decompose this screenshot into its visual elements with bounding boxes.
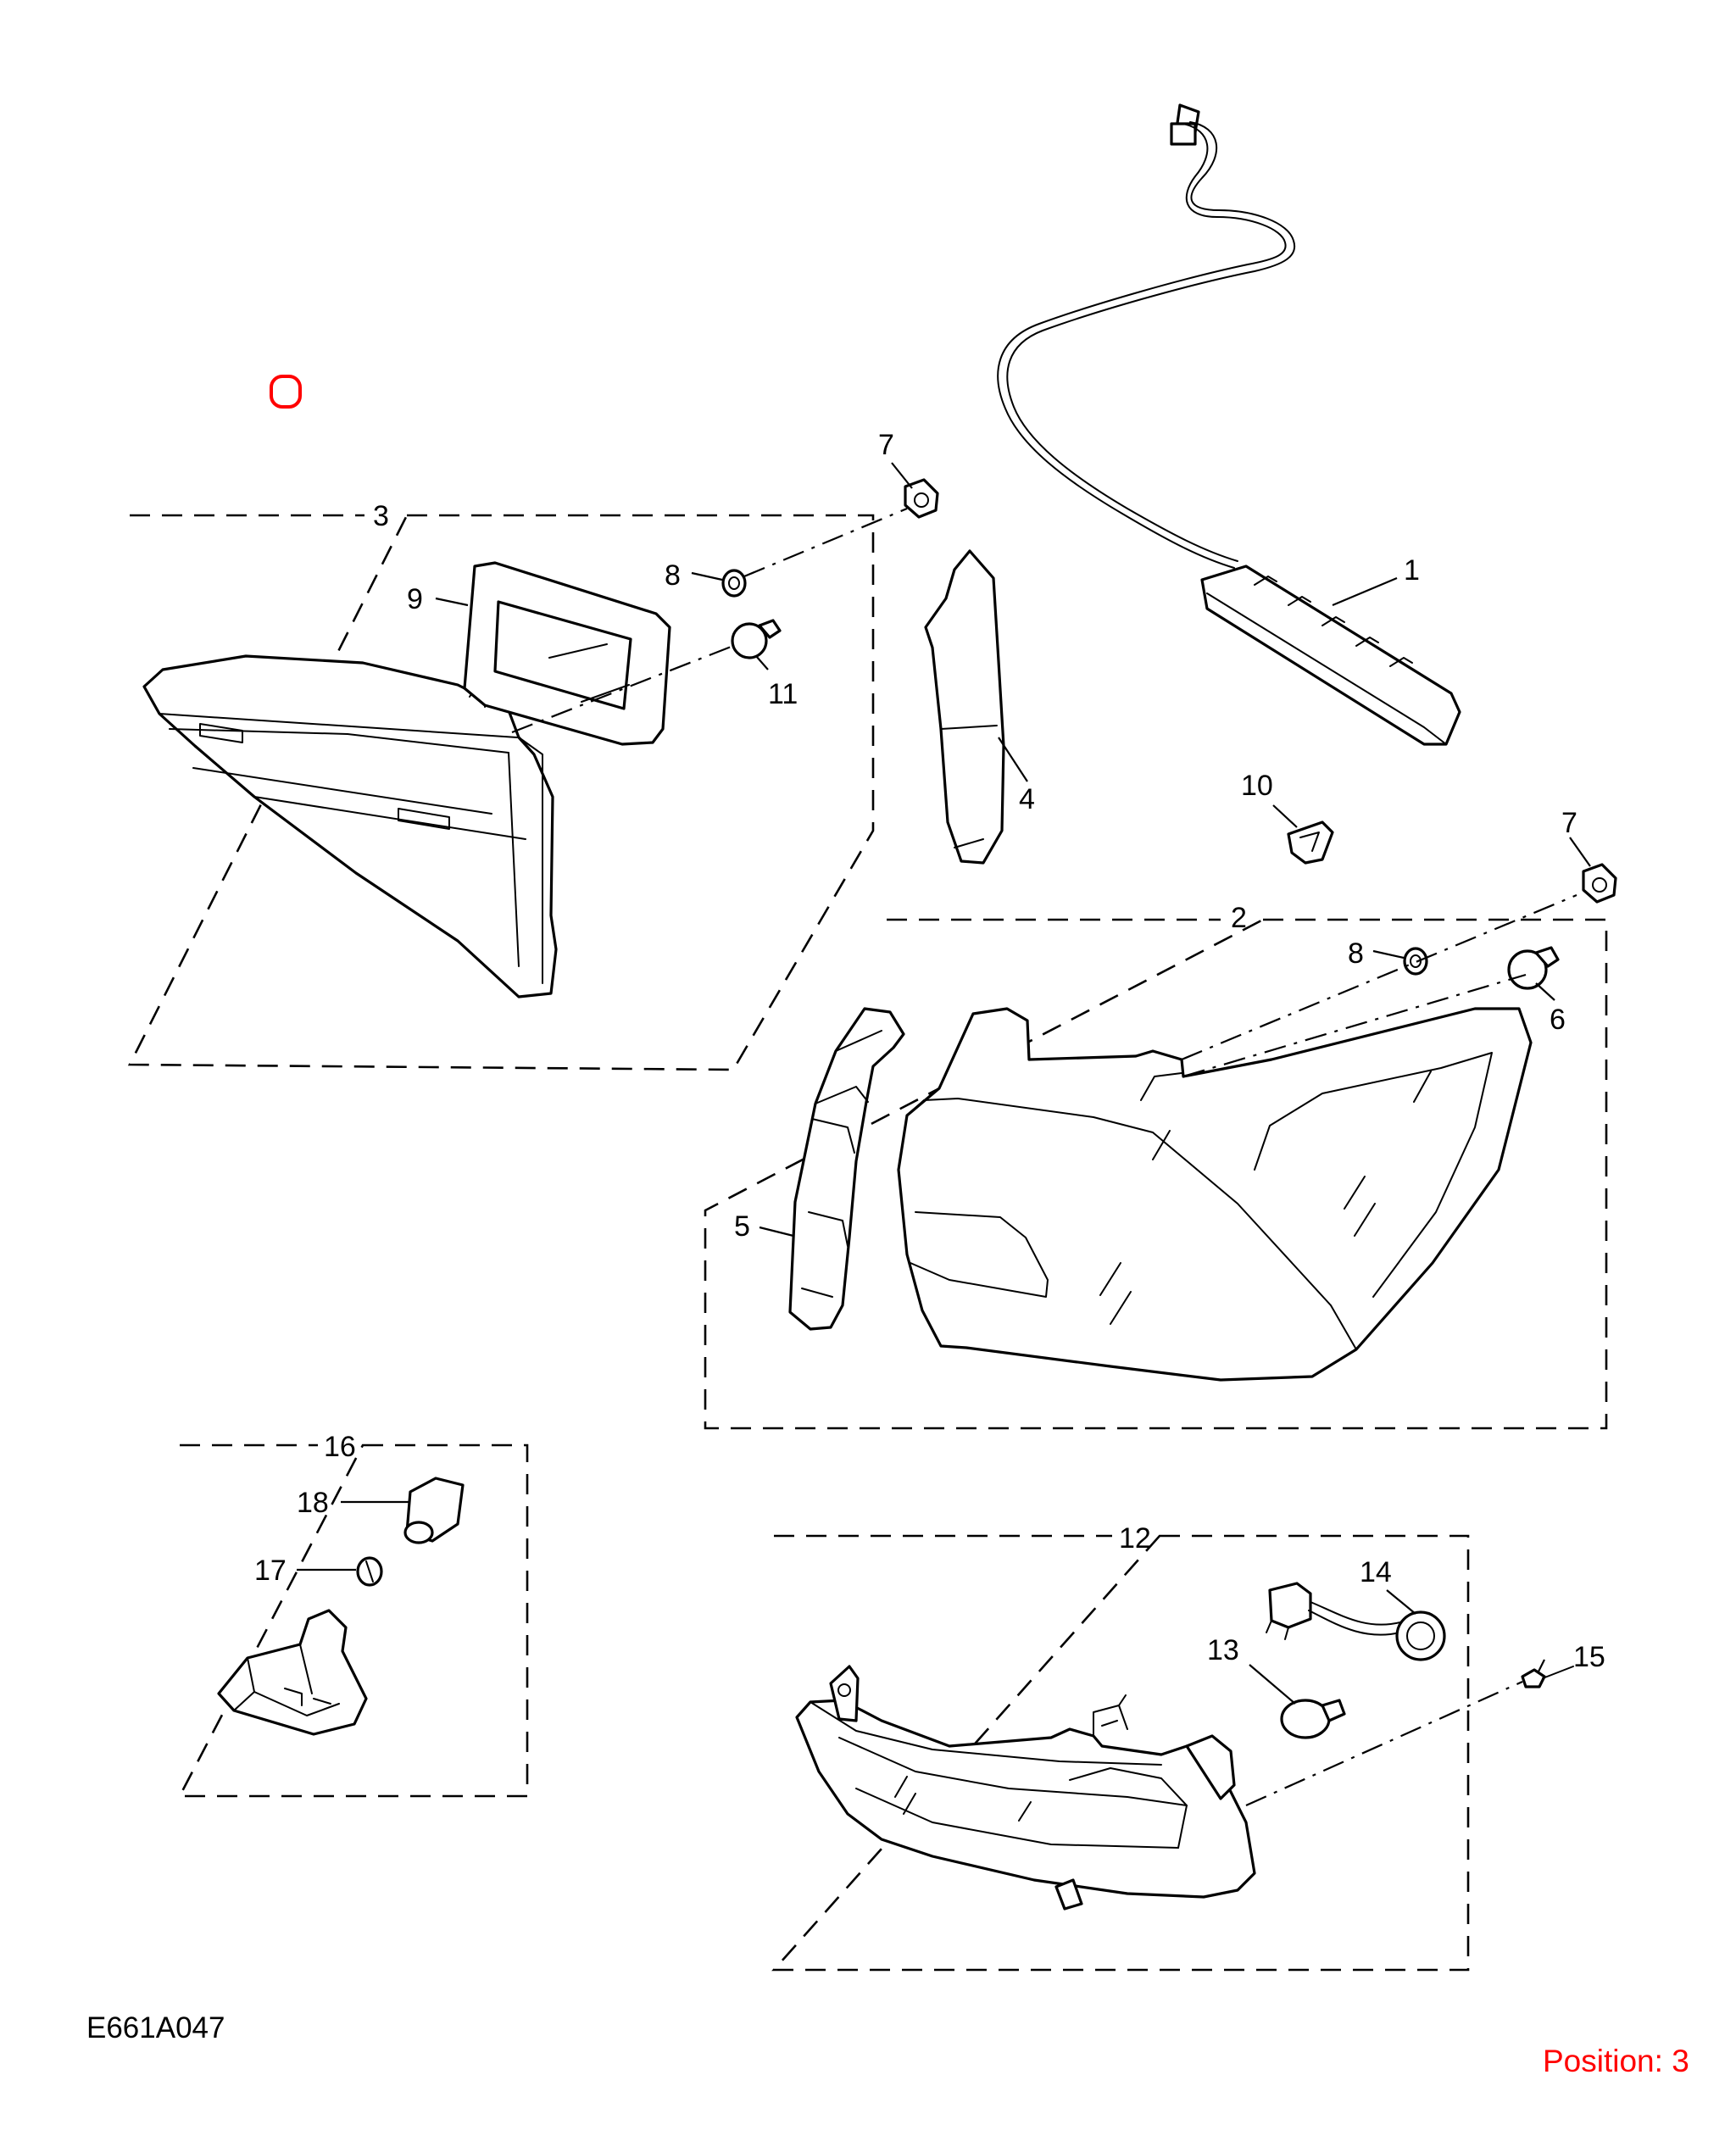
- part-8-grommet-lower[interactable]: [1403, 947, 1428, 976]
- callout-12: 12: [1119, 1522, 1151, 1555]
- part-6-bulb[interactable]: [1507, 946, 1560, 990]
- group-box-3: [127, 514, 875, 1071]
- position-label: Position: 3: [1543, 2044, 1689, 2078]
- callout-5: 5: [734, 1210, 750, 1243]
- centerline-lower: [1182, 973, 1527, 1078]
- group-box-2: [704, 918, 1608, 1430]
- callout-2: 2: [1231, 902, 1247, 934]
- part-2-outer-tail-lamp[interactable]: [897, 1007, 1533, 1382]
- callout-3: 3: [373, 500, 389, 532]
- part-13-bulb[interactable]: [1280, 1699, 1346, 1739]
- callout-14: 14: [1360, 1556, 1392, 1588]
- callout-6: 6: [1550, 1004, 1566, 1036]
- callout-15: 15: [1573, 1641, 1605, 1673]
- part-9-gasket[interactable]: [463, 561, 671, 746]
- group-box-16: [177, 1443, 529, 1798]
- callout-11: 11: [768, 678, 798, 710]
- leader-lines: [297, 462, 1591, 1705]
- callout-4: 4: [1019, 783, 1035, 815]
- part-14-harness-with-bulb-socket[interactable]: [1266, 1582, 1446, 1661]
- part-8-grommet-upper[interactable]: [721, 569, 747, 598]
- callout-8-lower: 8: [1348, 937, 1364, 970]
- callout-8-upper: 8: [665, 559, 681, 592]
- part-11-bulb[interactable]: [731, 619, 782, 659]
- callout-7-lower: 7: [1561, 807, 1577, 839]
- part-3-inner-tail-lamp[interactable]: [142, 654, 558, 998]
- centerline-upper-fixing: [743, 507, 908, 578]
- part-12-rear-fog-lamp[interactable]: [795, 1665, 1256, 1911]
- callout-10: 10: [1241, 770, 1273, 802]
- callout-16: 16: [324, 1431, 356, 1463]
- part-18-bulb-holder[interactable]: [403, 1477, 465, 1544]
- callout-17: 17: [254, 1555, 287, 1587]
- callout-1: 1: [1404, 554, 1420, 587]
- callout-7-upper: 7: [878, 429, 894, 461]
- part-15-screw[interactable]: [1521, 1666, 1574, 1688]
- part-5-side-bracket[interactable]: [788, 1007, 905, 1331]
- part-4-seal-strip[interactable]: [924, 549, 1005, 865]
- callout-13: 13: [1207, 1634, 1239, 1666]
- centerline-fog: [1245, 1680, 1523, 1807]
- part-7-nut-lower[interactable]: [1582, 863, 1617, 904]
- part-1-led-light-bar[interactable]: [997, 103, 1461, 746]
- centerline-lower-fixing: [1181, 893, 1577, 1061]
- callout-9: 9: [407, 583, 423, 615]
- part-17-bulb[interactable]: [356, 1556, 383, 1587]
- callout-18: 18: [297, 1487, 329, 1519]
- part-7-nut-upper[interactable]: [904, 478, 939, 519]
- centerline-upper: [511, 642, 738, 734]
- part-10-clip[interactable]: [1287, 820, 1334, 865]
- position-marker[interactable]: [270, 375, 302, 409]
- reference-code: E661A047: [86, 2011, 225, 2044]
- part-16-licence-lamp[interactable]: [217, 1609, 368, 1736]
